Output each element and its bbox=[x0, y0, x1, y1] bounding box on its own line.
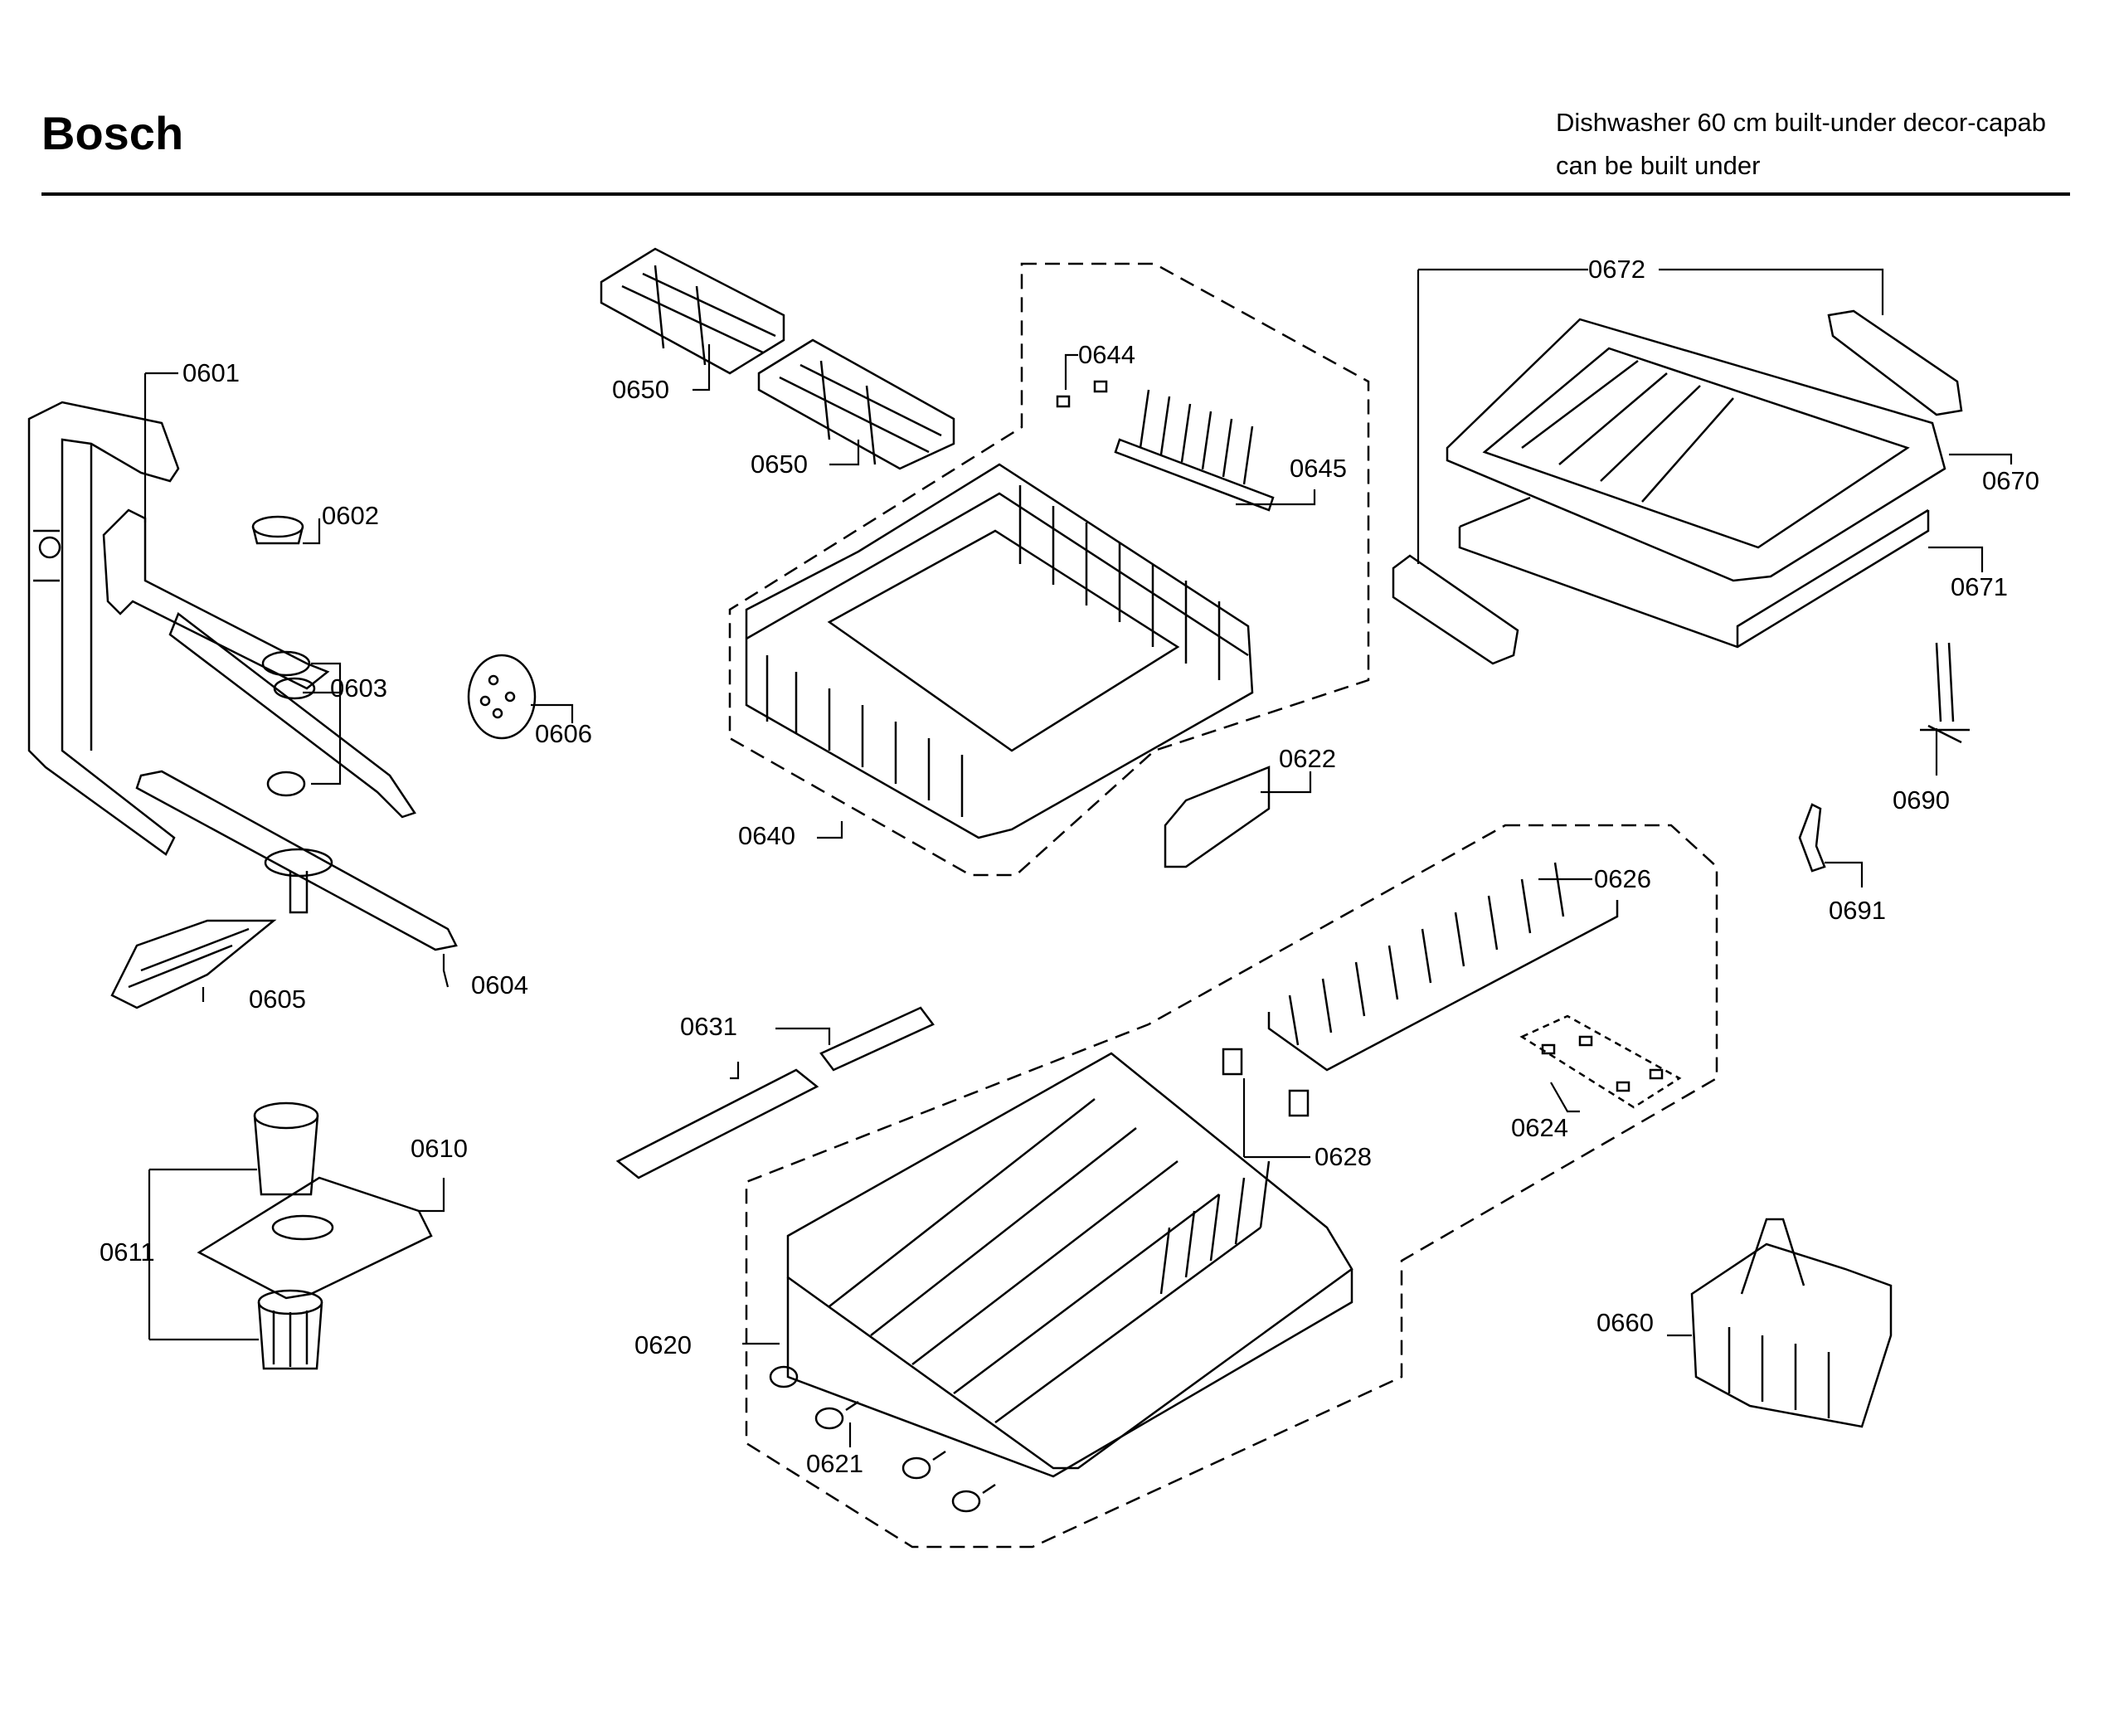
fold-down-tines-drawing bbox=[1267, 862, 1619, 1072]
spray-arm-cover-drawing bbox=[110, 919, 277, 1009]
model-description: Dishwasher 60 cm built-under decor-capab… bbox=[1556, 101, 2046, 187]
upper-spray-arm-drawing bbox=[102, 508, 416, 819]
basket-wheels-drawing bbox=[769, 1365, 996, 1513]
part-label-0628: 0628 bbox=[1315, 1142, 1372, 1171]
leader-0610 bbox=[419, 1178, 445, 1213]
lower-basket-assembly-outline bbox=[745, 824, 1718, 1549]
part-label-0645: 0645 bbox=[1290, 454, 1347, 483]
part-label-0624: 0624 bbox=[1511, 1113, 1568, 1142]
lower-basket-drawing bbox=[786, 1052, 1353, 1478]
latch-clip-drawing bbox=[1798, 803, 1826, 873]
leader-0624 bbox=[1550, 1082, 1580, 1113]
lower-spray-arm-drawing bbox=[135, 770, 458, 951]
leader-0604 bbox=[442, 954, 450, 988]
top-spray-nozzle-drawing bbox=[251, 515, 304, 545]
leader-0671 bbox=[1928, 546, 1984, 572]
part-label-0621: 0621 bbox=[806, 1449, 863, 1478]
part-label-0650-a: 0650 bbox=[612, 375, 669, 404]
third-rack-side-rails-drawing bbox=[1392, 309, 1963, 665]
part-label-0691: 0691 bbox=[1829, 896, 1886, 925]
small-clip-set-drawing bbox=[1519, 1014, 1682, 1109]
part-label-0602: 0602 bbox=[322, 501, 379, 530]
leader-0645 bbox=[1236, 489, 1316, 506]
leader-0691 bbox=[1825, 861, 1864, 887]
leader-0611 bbox=[148, 1168, 259, 1341]
leader-0601 bbox=[143, 372, 178, 523]
rack-hinge-clips-drawing bbox=[1222, 1048, 1310, 1117]
part-label-0670: 0670 bbox=[1982, 466, 2039, 495]
leader-0631 bbox=[730, 1027, 831, 1080]
micro-filter-disc-drawing bbox=[467, 654, 537, 740]
model-description-line-1: Dishwasher 60 cm built-under decor-capab bbox=[1556, 108, 2047, 137]
model-description-line-2: can be built under bbox=[1556, 151, 1761, 180]
leader-0672 bbox=[1417, 268, 1884, 564]
third-rack-drawing bbox=[1446, 318, 1946, 582]
lower-cup-racks-drawing bbox=[615, 1006, 935, 1179]
part-label-0640: 0640 bbox=[738, 821, 795, 850]
leader-0622 bbox=[1261, 771, 1312, 794]
part-label-0672: 0672 bbox=[1588, 255, 1645, 284]
brand-title: Bosch bbox=[41, 107, 184, 159]
part-label-0660: 0660 bbox=[1596, 1308, 1654, 1337]
leader-0606 bbox=[531, 703, 574, 723]
part-label-0601: 0601 bbox=[182, 358, 240, 387]
fold-down-rack-drawing bbox=[1114, 389, 1275, 512]
cup-shelf-drawing bbox=[600, 247, 955, 470]
spring-rod-drawing bbox=[1920, 642, 1970, 744]
leader-0670 bbox=[1949, 453, 2013, 464]
cutlery-basket-drawing bbox=[1690, 1218, 1893, 1428]
part-label-0650-b: 0650 bbox=[751, 450, 808, 479]
leader-0628 bbox=[1242, 1078, 1310, 1159]
leader-0640 bbox=[817, 821, 843, 839]
part-label-0606: 0606 bbox=[535, 719, 592, 748]
leader-0650b bbox=[829, 440, 860, 466]
part-label-0631: 0631 bbox=[680, 1012, 737, 1041]
part-label-0605: 0605 bbox=[249, 985, 306, 1014]
third-rack-frame-drawing bbox=[1458, 496, 1930, 649]
part-label-0690: 0690 bbox=[1893, 785, 1950, 815]
part-label-0622: 0622 bbox=[1279, 744, 1336, 773]
leader-0650a bbox=[693, 344, 711, 391]
leader-0603 bbox=[303, 662, 342, 785]
part-label-0610: 0610 bbox=[411, 1134, 468, 1163]
spray-arm-supply-pipe-drawing bbox=[27, 401, 180, 856]
basket-clips-drawing bbox=[1056, 380, 1108, 408]
upper-basket-assembly-outline bbox=[728, 262, 1370, 877]
header-divider bbox=[41, 192, 2070, 196]
filter-assembly-drawing bbox=[197, 1101, 433, 1370]
upper-basket-drawing bbox=[745, 463, 1254, 839]
leader-0644 bbox=[1064, 353, 1078, 390]
part-label-0604: 0604 bbox=[471, 970, 528, 999]
part-label-0626: 0626 bbox=[1594, 864, 1651, 893]
leader-0602 bbox=[303, 518, 321, 545]
part-label-0671: 0671 bbox=[1951, 572, 2008, 601]
part-label-0611: 0611 bbox=[100, 1238, 155, 1267]
part-label-0644: 0644 bbox=[1078, 340, 1135, 369]
part-label-0620: 0620 bbox=[634, 1330, 692, 1359]
cutlery-tray-drawing bbox=[1164, 766, 1271, 868]
part-label-0603: 0603 bbox=[330, 673, 387, 703]
